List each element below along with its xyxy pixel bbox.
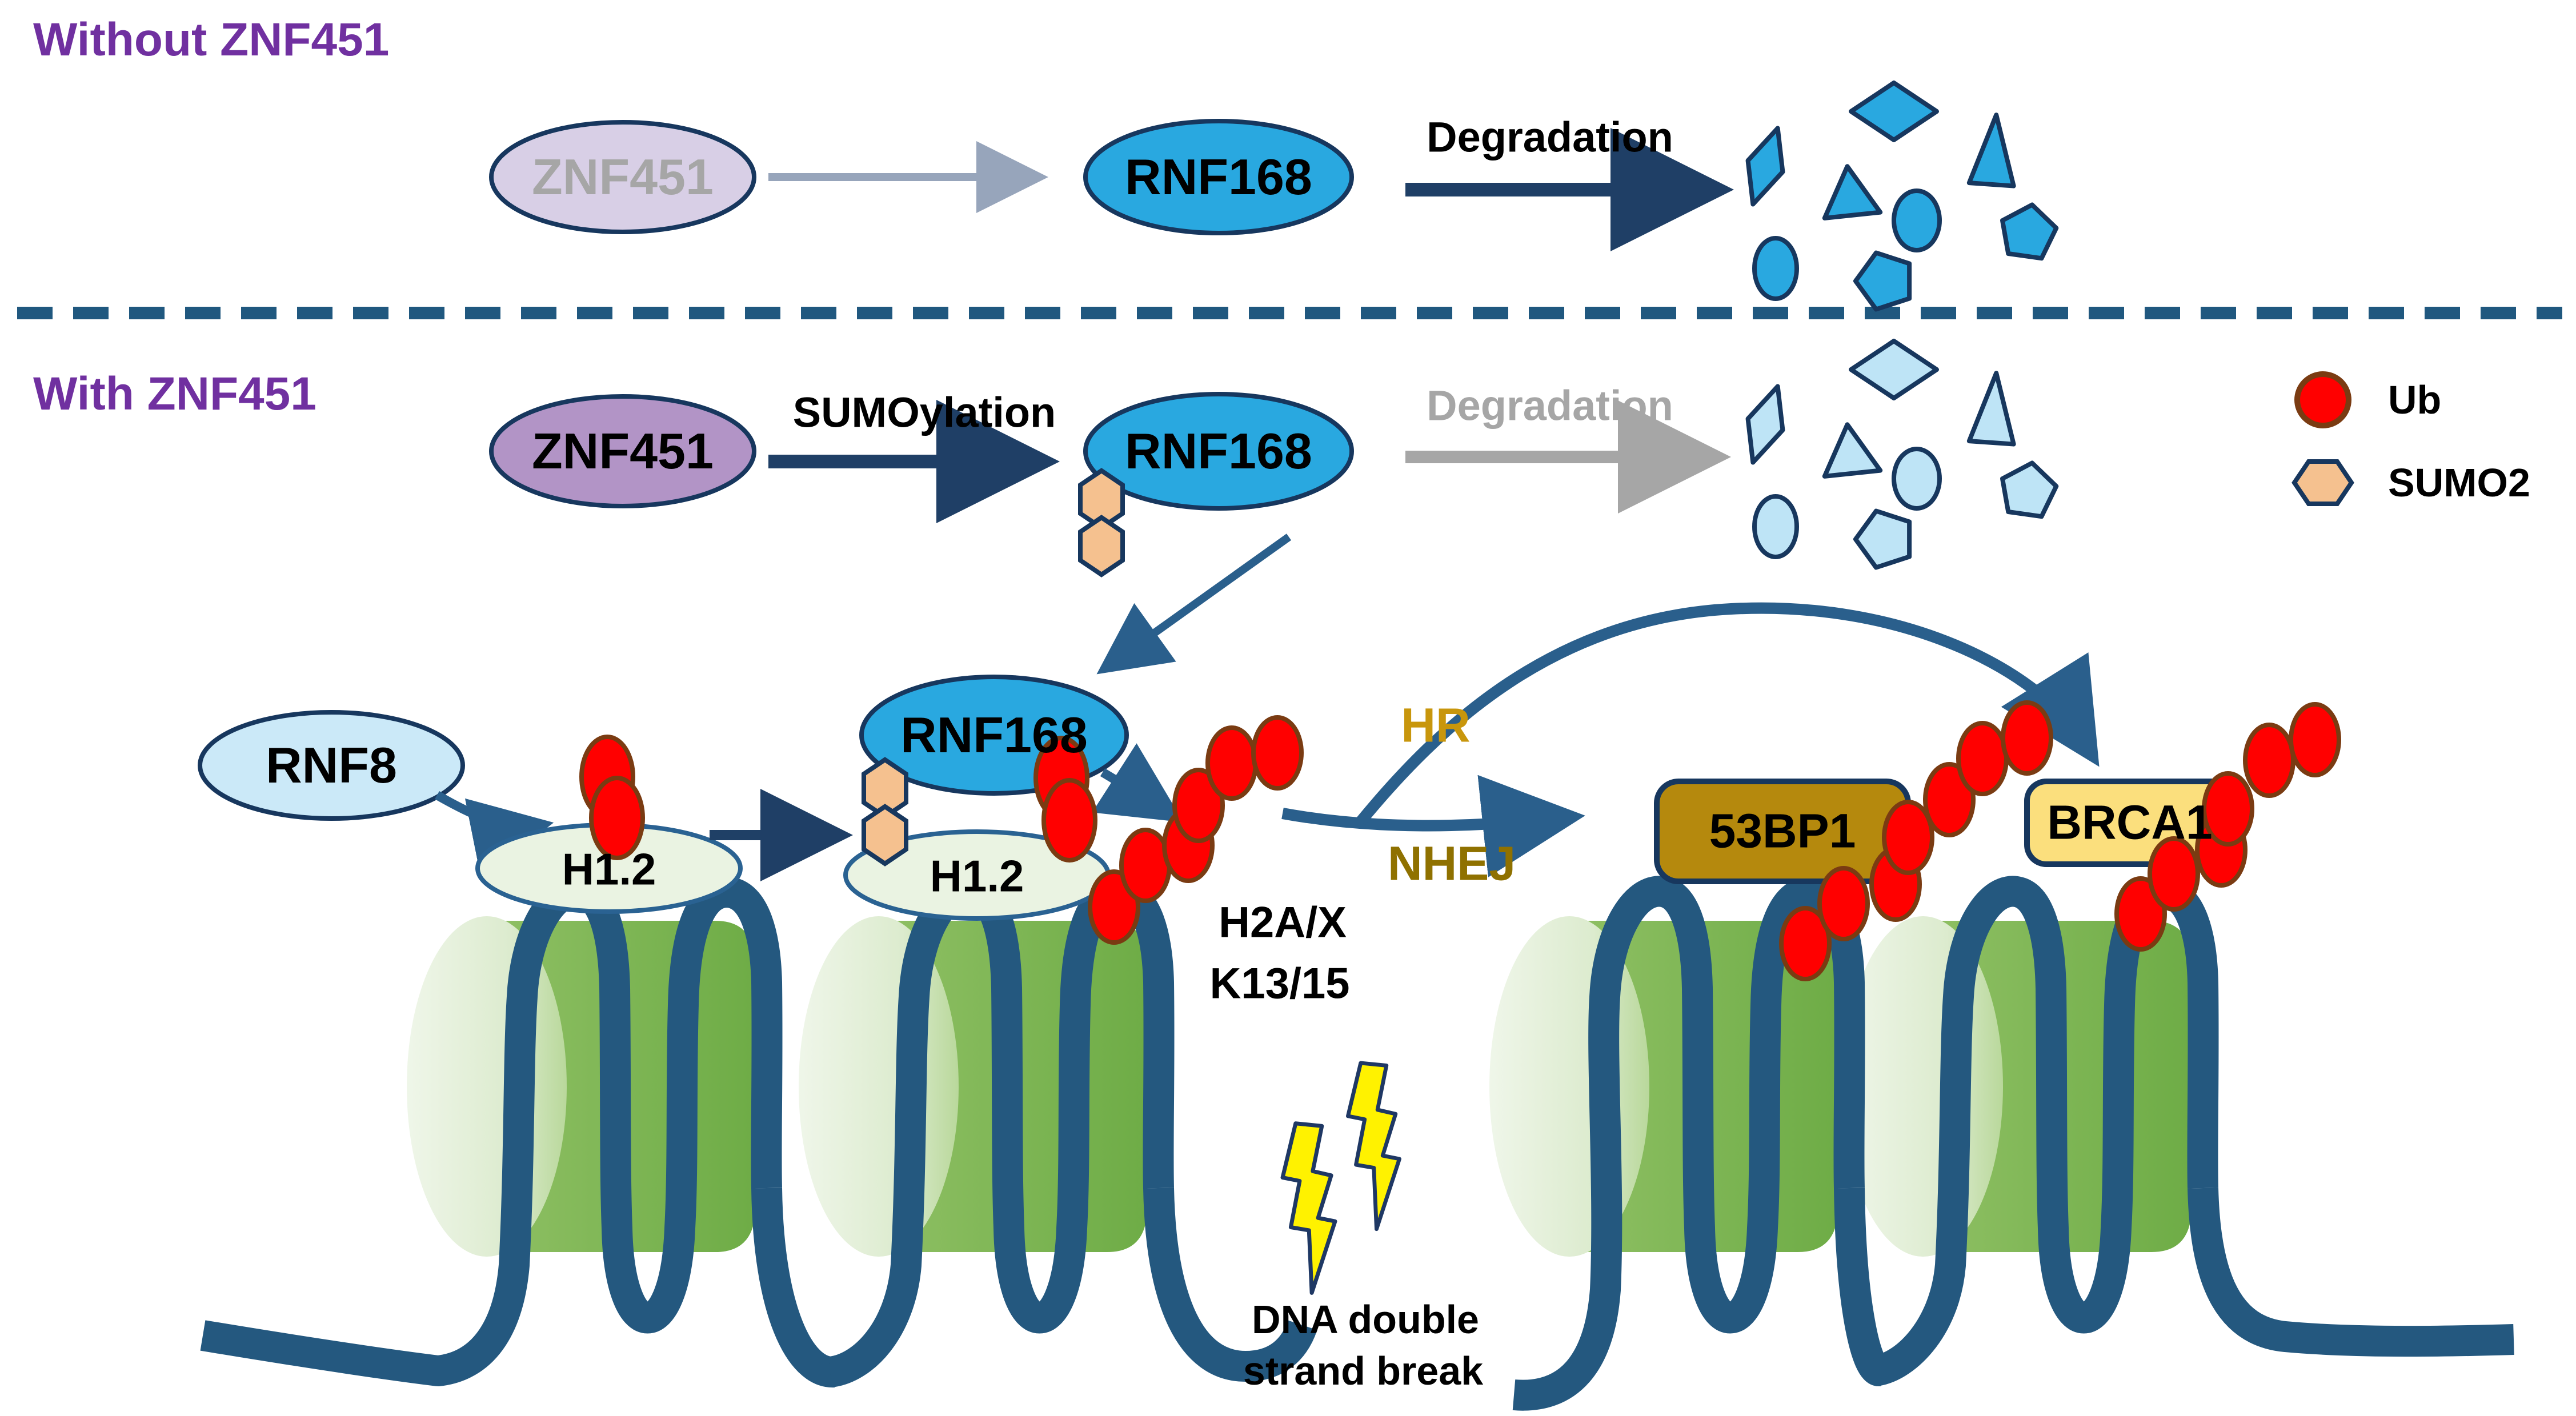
znf451-inactive-label: ZNF451 [532,149,714,205]
ub-icon [2202,771,2254,847]
rnf168-recruited-label: RNF168 [900,707,1088,763]
h2ax-label: H2A/X [1219,898,1347,947]
lightning-bolt-icon [1346,1061,1401,1232]
ub-icon [1882,800,1934,875]
ub-icon [1172,768,1225,843]
legend-sumo2-icon [2291,459,2354,506]
h2ax-ub-chain [1088,715,1304,945]
rnf8-ubiquitination-arrow [435,791,554,879]
hr-arc-arrow [1356,602,2100,825]
fragment-triangle-icon [1822,422,1883,479]
brca1-label: BRCA1 [2047,795,2213,849]
dsb-label-line2: strand break [1243,1349,1484,1393]
53bp1-ub-chain [1779,700,2053,981]
nucleosome-4 [1843,916,2192,1257]
sumo2-hexagon-icon [862,804,908,867]
dna-wrap-nucleosome-1 [200,876,783,1386]
ub-icon [2148,836,2200,912]
section-title-with: With ZNF451 [33,368,317,420]
fragment-ellipse-icon [1892,447,1942,511]
fragment-triangle-icon [1966,371,2016,447]
fragment-diamond-icon [1745,384,1785,465]
nhej-arrow [1281,775,1585,877]
nhej-label: NHEJ [1387,836,1516,890]
hr-label: HR [1401,698,1471,752]
dsb-label-line1: DNA double [1252,1297,1479,1342]
ub-icon [1251,715,1304,791]
h12-left-ub-pair [579,735,645,860]
ub-icon [1817,866,1870,941]
nucleosome-2 [799,916,1147,1257]
dsb-lightning-icons [1280,1061,1401,1295]
ubiquitin-chains [579,700,2341,981]
ub-icon [1041,778,1097,863]
dna-strand [200,876,2514,1411]
znf451-active-label: ZNF451 [532,423,714,479]
legend-sumo2-label: SUMO2 [2388,460,2530,505]
brca1-ub-chain [2114,702,2341,952]
fragment-ellipse-icon [1752,236,1799,301]
ub-icon [1956,721,2009,796]
znf451-active-ellipse [489,394,756,508]
dna-right-tail [2188,1188,2514,1357]
fragment-diamond-icon [1849,81,1939,142]
ub-icon [2243,723,2295,798]
rnf168-top-ellipse [1083,119,1354,235]
rnf168-sumoylated-label: RNF168 [1125,423,1312,479]
ub-icon [2289,702,2341,777]
fragment-pentagon-icon [2000,460,2059,519]
ub-icon [1923,762,1976,837]
ub-icon [1779,906,1832,981]
rnf8-ellipse [198,710,465,821]
fragment-triangle-icon [1966,113,2016,188]
fragment-triangle-icon [1822,164,1883,220]
rnf168-to-chain-arrow [1092,743,1184,823]
fragment-pentagon-icon [1853,250,1912,312]
h12-right-ub-pair [1033,736,1097,863]
dna-linker-1-2 [751,1188,835,1387]
nucleosome-1 [407,916,755,1257]
degradation-label: Degradation [1427,113,1673,161]
53bp1-label: 53BP1 [1709,804,1856,858]
h12-left-label: H1.2 [562,844,656,894]
ub-icon [589,776,645,860]
rnf168-top-label: RNF168 [1125,149,1312,205]
fragment-pentagon-icon [1853,508,1912,570]
degradation-blocked-label: Degradation [1427,382,1673,430]
degraded-fragments-faded [1745,339,2059,570]
legend-ub-icon [2294,371,2351,428]
fragment-ellipse-icon [1752,494,1799,559]
znf451-inactive-ellipse [489,120,756,234]
h12-right-label: H1.2 [930,851,1024,901]
dna-break-left-end [1143,1188,1317,1382]
rnf8-label: RNF8 [266,737,397,793]
sumoylation-label: SUMOylation [792,388,1056,436]
sumo2-hexagon-icon [1078,515,1125,577]
rnf168-sumoylated-ellipse [1083,392,1354,511]
lightning-bolt-icon [1280,1121,1337,1295]
ub-icon [1205,725,1258,801]
ub-icon [2001,700,2053,776]
fragment-pentagon-icon [2000,202,2059,261]
fragment-diamond-icon [1849,339,1939,400]
fragment-diamond-icon [1745,126,1785,207]
rnf168-recruitment-arrow [1096,533,1292,675]
section-title-without: Without ZNF451 [33,14,390,66]
legend-ub-label: Ub [2388,378,2442,422]
k1315-label: K13/15 [1209,959,1350,1008]
degraded-fragments-bright [1745,81,2059,312]
fragment-ellipse-icon [1892,188,1942,252]
